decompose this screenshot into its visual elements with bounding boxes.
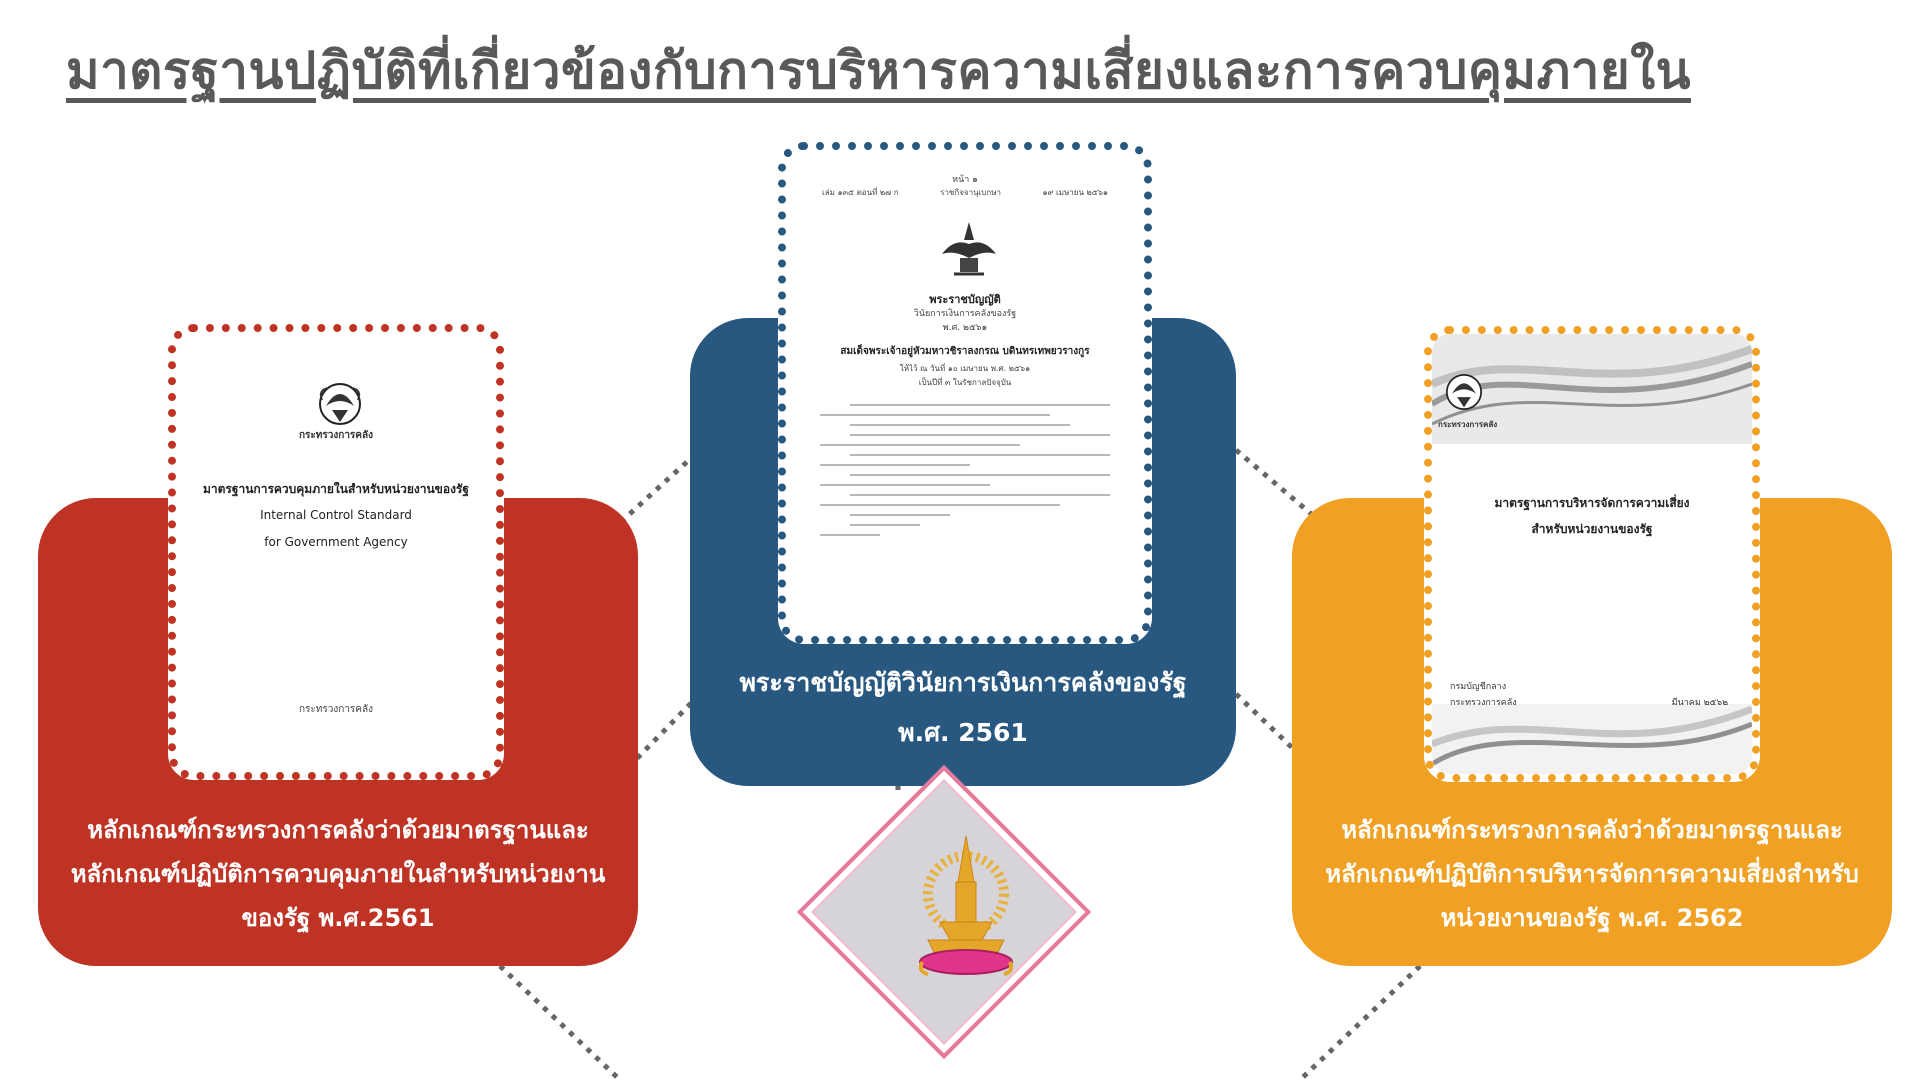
- right-standard-caption: หลักเกณฑ์กระทรวงการคลังว่าด้วยมาตรฐานและ…: [1325, 816, 1859, 932]
- center-document-gazette: หน้า ๑ เล่ม ๑๓๕ ตอนที่ ๒๗ ก ราชกิจจานุเบ…: [778, 142, 1152, 644]
- left-doc-footer: กระทรวงการคลัง: [299, 704, 373, 715]
- ministry-emblem-icon-right: [1446, 374, 1482, 410]
- left-standard-card: หลักเกณฑ์กระทรวงการคลังว่าด้วยมาตรฐานและ…: [38, 498, 638, 966]
- left-standard-caption: หลักเกณฑ์กระทรวงการคลังว่าด้วยมาตรฐานและ…: [70, 816, 606, 932]
- act-year: พ.ศ. ๒๕๖๑: [942, 323, 988, 333]
- gazette-header: เล่ม ๑๓๕ ตอนที่ ๒๗ ก ราชกิจจานุเบกษา ๑๙ …: [822, 186, 1108, 199]
- center-act-caption: พระราชบัญญัติวินัยการเงินการคลังของรัฐ พ…: [739, 668, 1187, 747]
- right-doc-heading-2: สำหรับหน่วยงานของรัฐ: [1531, 522, 1653, 536]
- garuda-emblem-icon: [942, 222, 996, 276]
- act-given-date: ให้ไว้ ณ วันที่ ๑๐ เมษายน พ.ศ. ๒๕๖๑: [899, 364, 1031, 373]
- university-crest-icon: [918, 835, 1014, 976]
- wave-banner-bottom: [1432, 704, 1752, 774]
- right-document-cover: กระทรวงการคลัง มาตรฐานการบริหารจัดการควา…: [1424, 326, 1760, 782]
- left-doc-english-2: for Government Agency: [264, 535, 408, 549]
- gazette-name: ราชกิจจานุเบกษา: [940, 188, 1001, 197]
- page-title: มาตรฐานปฏิบัติที่เกี่ยวข้องกับการบริหารค…: [66, 42, 1691, 101]
- right-doc-footer-date: มีนาคม ๒๕๖๒: [1671, 698, 1728, 708]
- gazette-date: ๑๙ เมษายน ๒๕๖๑: [1042, 188, 1108, 197]
- right-doc-heading-1: มาตรฐานการบริหารจัดการความเสี่ยง: [1494, 496, 1690, 510]
- right-doc-footer-2: กระทรวงการคลัง: [1450, 698, 1517, 708]
- gazette-volume: เล่ม ๑๓๕ ตอนที่ ๒๗ ก: [822, 188, 899, 197]
- act-king: สมเด็จพระเจ้าอยู่หัวมหาวชิราลงกรณ บดินทร…: [840, 346, 1090, 357]
- right-doc-footer-1: กรมบัญชีกลาง: [1450, 682, 1507, 692]
- act-reign: เป็นปีที่ ๓ ในรัชกาลปัจจุบัน: [918, 378, 1012, 387]
- ministry-emblem-icon: [319, 383, 361, 425]
- act-subtitle: วินัยการเงินการคลังของรัฐ: [913, 309, 1017, 319]
- right-doc-emblem-caption: กระทรวงการคลัง: [1438, 420, 1498, 429]
- left-document-cover: กระทรวงการคลัง มาตรฐานการควบคุมภายในสำหร…: [168, 324, 504, 780]
- left-doc-emblem-caption: กระทรวงการคลัง: [299, 430, 373, 441]
- left-doc-heading: มาตรฐานการควบคุมภายในสำหรับหน่วยงานของรั…: [202, 482, 469, 496]
- gazette-body-text: [820, 396, 1110, 544]
- act-title: พระราชบัญญัติ: [929, 293, 1001, 306]
- gazette-page-number: หน้า ๑: [952, 175, 978, 185]
- wave-banner-top: [1432, 334, 1752, 444]
- left-doc-english-1: Internal Control Standard: [260, 508, 412, 522]
